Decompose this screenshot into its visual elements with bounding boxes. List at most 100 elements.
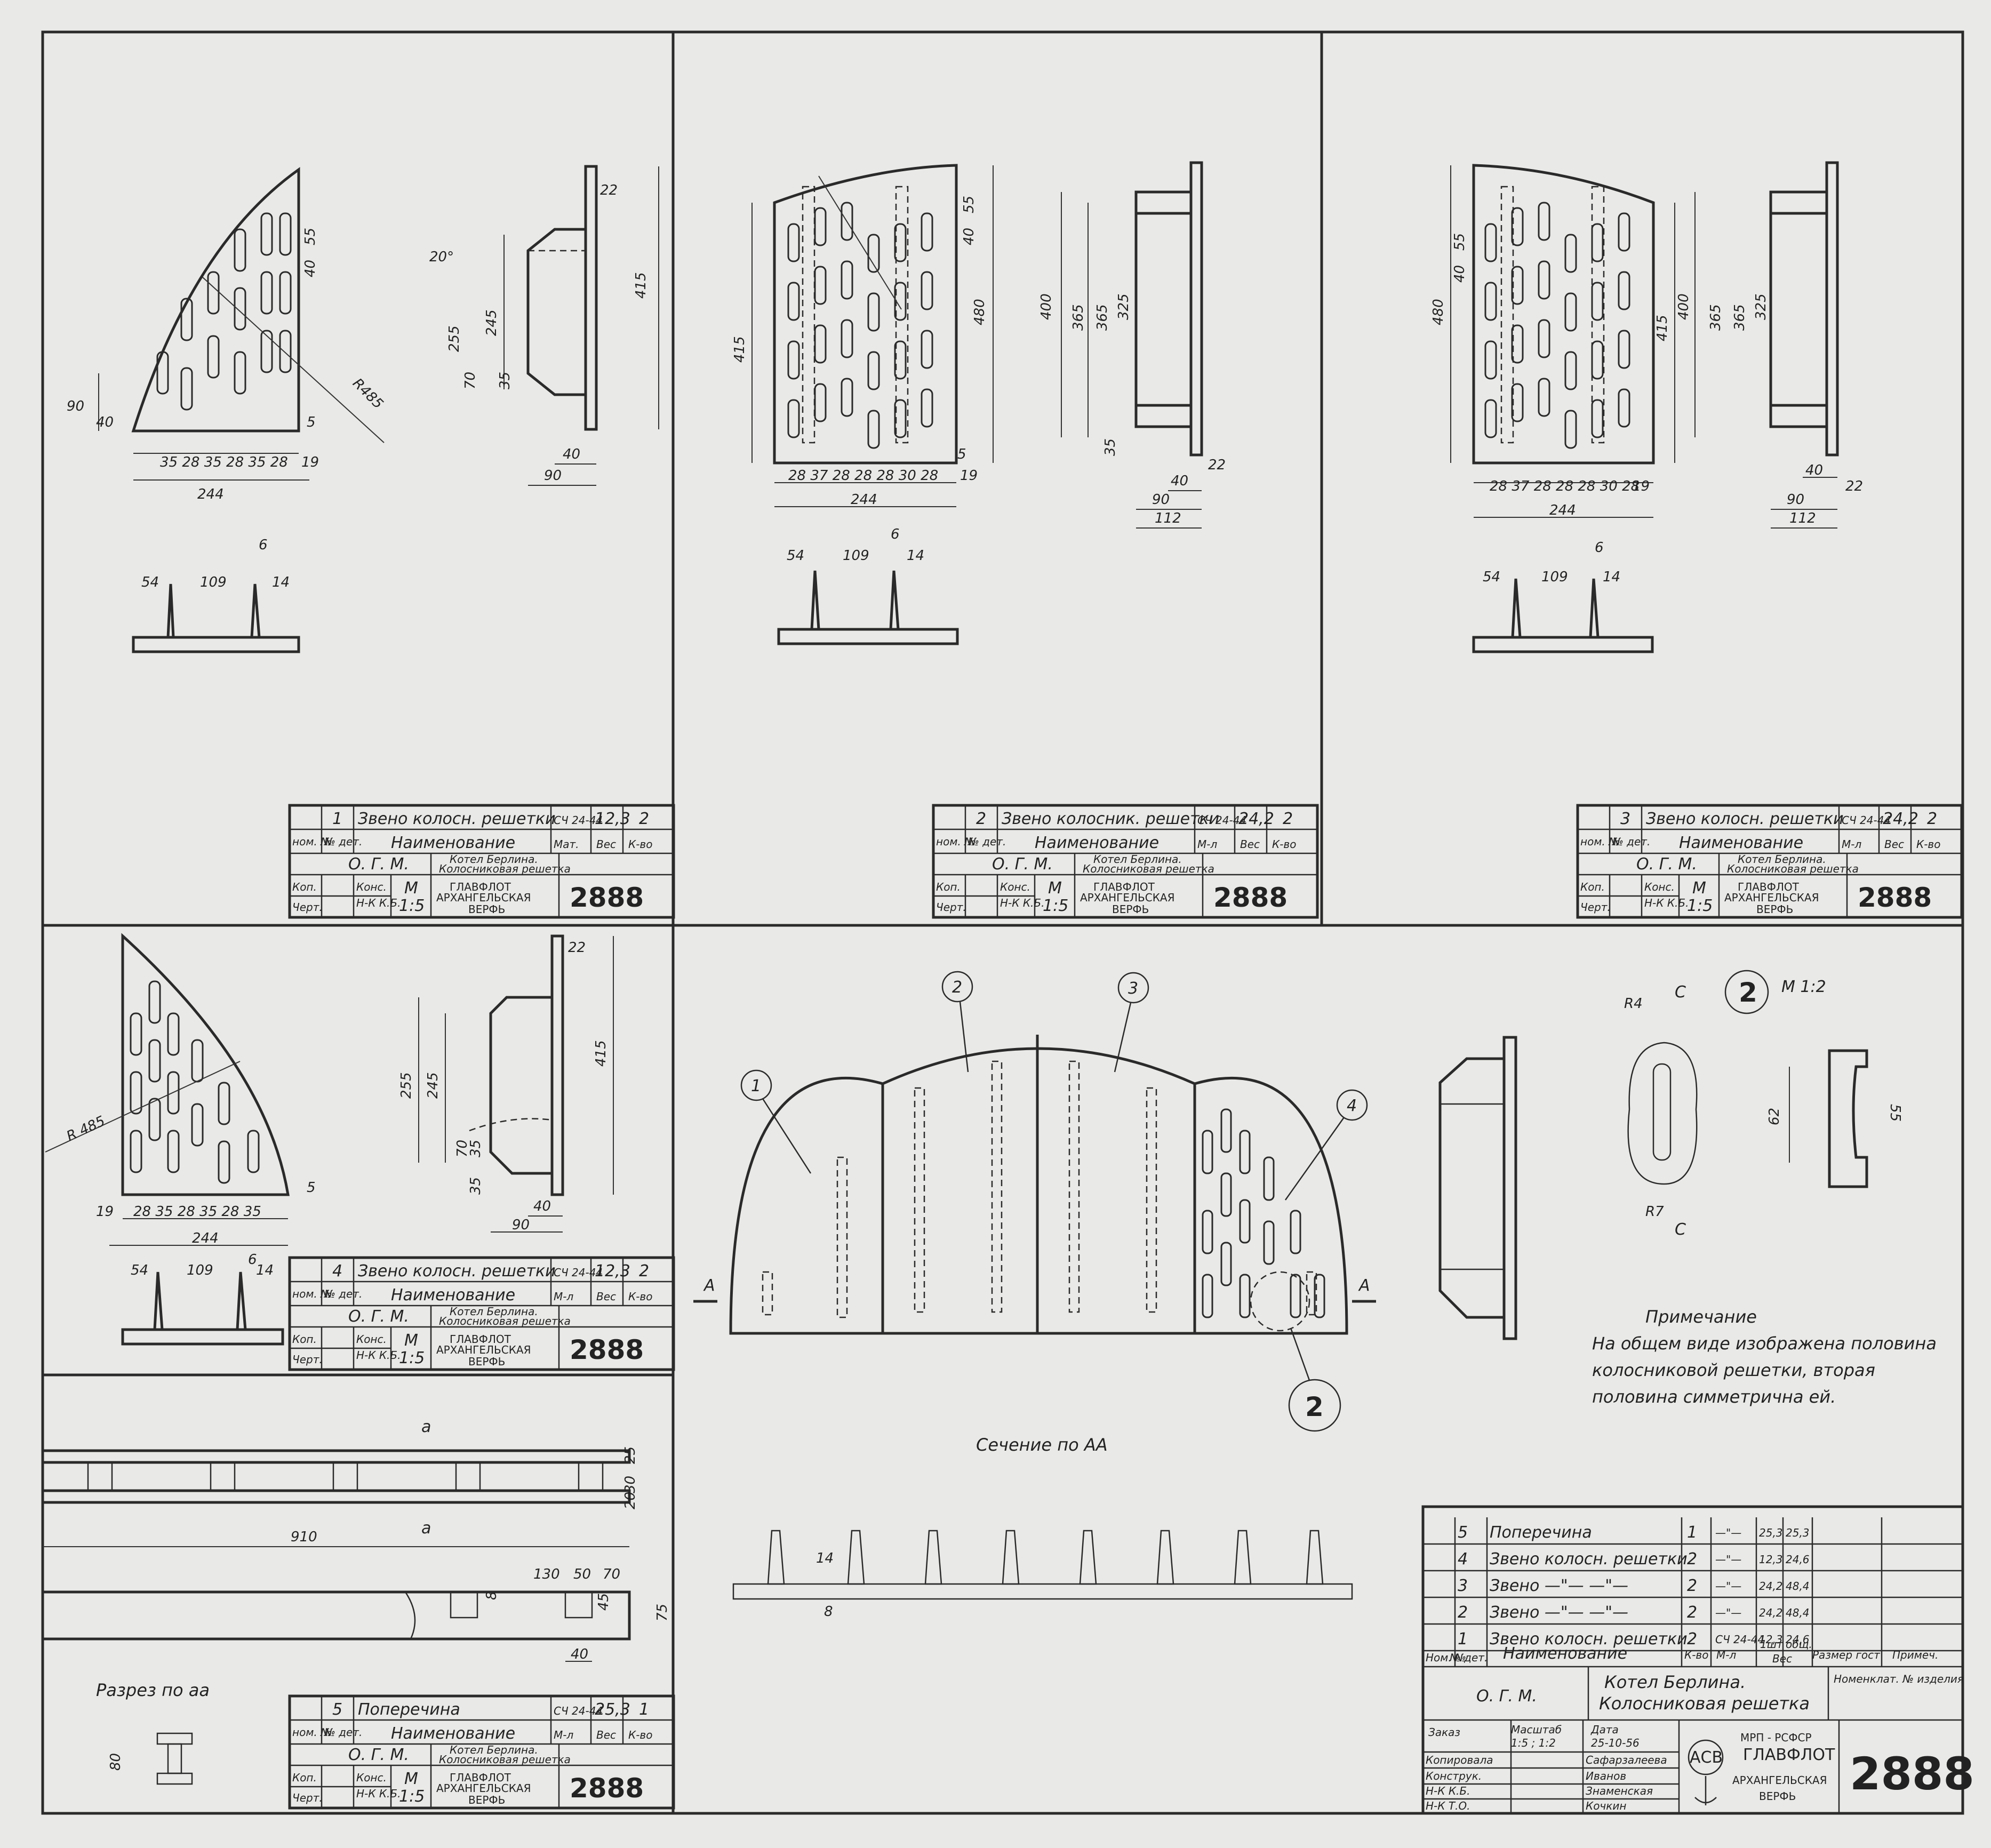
note-title: Примечание xyxy=(1645,1307,1757,1327)
svg-text:245: 245 xyxy=(425,1072,441,1099)
bom-w2: 24,6 xyxy=(1786,1553,1810,1566)
svg-text:40: 40 xyxy=(961,228,977,245)
part-2-side-plate xyxy=(1189,161,1203,457)
tb-qty: 2 xyxy=(1283,810,1293,828)
tb-qty: 1 xyxy=(639,1700,649,1719)
svg-text:ВЕРФЬ: ВЕРФЬ xyxy=(468,1794,505,1806)
svg-text:О. Г. М.: О. Г. М. xyxy=(1476,1687,1537,1706)
bom-name: Звено колосн. решетки xyxy=(1490,1630,1688,1649)
svg-text:28 37 28 28 28 30 28: 28 37 28 28 28 30 28 xyxy=(788,468,938,484)
svg-text:1шт: 1шт xyxy=(1760,1638,1784,1651)
svg-text:14: 14 xyxy=(256,1262,274,1278)
part-1-section-base xyxy=(132,636,300,653)
svg-text:Наименование: Наименование xyxy=(391,834,515,852)
tb-pos: 5 xyxy=(332,1700,342,1719)
sheet-frame xyxy=(41,30,1964,1815)
detail-area: R4 R7 С С 2 М 1:2 62 55 Примечание На об… xyxy=(1438,970,1937,1407)
svg-text:22: 22 xyxy=(1208,457,1226,473)
svg-text:90: 90 xyxy=(544,468,562,484)
part-2-view: 415 480 55 40 5 28 37 28 28 28 30 28 19 … xyxy=(732,161,1226,645)
svg-text:Вес: Вес xyxy=(596,1729,616,1741)
svg-text:8: 8 xyxy=(824,1604,833,1620)
svg-text:АРХАНГЕЛЬСКАЯ: АРХАНГЕЛЬСКАЯ xyxy=(436,891,531,904)
logo: АСВ xyxy=(1688,1739,1724,1805)
svg-text:109: 109 xyxy=(187,1262,213,1278)
bom-w1: 25,3 xyxy=(1759,1526,1783,1539)
svg-text:Черт.: Черт. xyxy=(292,901,323,914)
svg-text:Коп.: Коп. xyxy=(1580,881,1605,893)
svg-text:70: 70 xyxy=(603,1566,620,1582)
note-line-2: колосниковой решетки, вторая xyxy=(1592,1360,1875,1380)
svg-text:О. Г. М.: О. Г. М. xyxy=(348,1746,409,1764)
part-3-view: 480 55 40 415 28 37 28 28 28 30 28 19 24… xyxy=(1430,161,1863,653)
svg-text:А: А xyxy=(703,1276,715,1295)
bom-pos: 3 xyxy=(1458,1577,1468,1595)
svg-text:Наименование: Наименование xyxy=(391,1286,515,1305)
svg-text:35: 35 xyxy=(468,1177,484,1195)
svg-text:55: 55 xyxy=(302,228,318,245)
svg-text:54: 54 xyxy=(131,1262,148,1278)
svg-text:415: 415 xyxy=(1654,315,1670,341)
svg-text:2: 2 xyxy=(1305,1391,1324,1422)
tb-qty: 2 xyxy=(639,1262,649,1281)
tb-qty: 2 xyxy=(1927,810,1937,828)
svg-text:Номенклат. № изделия: Номенклат. № изделия xyxy=(1834,1673,1964,1685)
svg-text:2: 2 xyxy=(1739,977,1757,1008)
tb-material: СЧ 24-44 xyxy=(554,1266,603,1279)
bom-w1: 24,2 xyxy=(1759,1580,1783,1593)
svg-text:а: а xyxy=(421,1519,431,1538)
label-section-aa: Сечение по АА xyxy=(976,1435,1108,1455)
svg-text:480: 480 xyxy=(972,299,988,325)
svg-text:35: 35 xyxy=(468,1140,484,1157)
svg-text:365: 365 xyxy=(1708,304,1724,331)
svg-text:Вес: Вес xyxy=(1884,838,1904,851)
bom-qty: 2 xyxy=(1687,1577,1697,1595)
svg-text:Коп.: Коп. xyxy=(292,1771,317,1784)
svg-text:5: 5 xyxy=(957,446,966,462)
part-4-slots xyxy=(130,980,260,1184)
svg-text:244: 244 xyxy=(192,1230,219,1246)
svg-text:ном. №: ном. № xyxy=(936,835,975,848)
svg-text:М: М xyxy=(404,1770,418,1788)
svg-text:40: 40 xyxy=(1171,473,1188,489)
svg-text:М-л: М-л xyxy=(1842,838,1861,851)
svg-text:О. Г. М.: О. Г. М. xyxy=(348,1307,409,1326)
svg-text:1:5: 1:5 xyxy=(399,1787,425,1806)
tb-drawing-number: 2888 xyxy=(570,1334,644,1365)
svg-text:Вес: Вес xyxy=(596,838,616,851)
svg-text:М: М xyxy=(1692,879,1706,898)
svg-text:К-во: К-во xyxy=(628,838,652,851)
note-line-3: половина симметрична ей. xyxy=(1592,1387,1836,1407)
svg-text:М-л: М-л xyxy=(554,1729,573,1741)
svg-text:Котел Берлина.: Котел Берлина. xyxy=(450,853,538,866)
general-view: 1 2 3 4 2 А А Сечение по АА 14 8 xyxy=(693,971,1376,1620)
svg-text:112: 112 xyxy=(1789,510,1816,526)
svg-text:Н-К К.Б.: Н-К К.Б. xyxy=(356,1349,401,1362)
section-aa-base xyxy=(732,1583,1353,1600)
svg-text:ном. №: ном. № xyxy=(292,1287,332,1300)
tb-weight: 24,2 xyxy=(1238,810,1274,828)
bom-qty: 1 xyxy=(1687,1523,1697,1542)
part-4-section-base xyxy=(121,1328,284,1346)
tb-part-name: Звено колосн. решетки xyxy=(358,810,556,828)
svg-text:Котел Берлина.: Котел Берлина. xyxy=(1604,1672,1746,1692)
bom-w2: 48,4 xyxy=(1786,1580,1810,1593)
part-3-side-plate xyxy=(1825,161,1839,457)
bom-mat: СЧ 24-44 xyxy=(1715,1633,1764,1646)
svg-text:6: 6 xyxy=(248,1252,257,1268)
svg-text:22: 22 xyxy=(568,940,586,956)
svg-text:90: 90 xyxy=(1152,492,1170,508)
svg-text:50: 50 xyxy=(573,1566,591,1582)
tb-drawing-number: 2888 xyxy=(1213,882,1288,913)
bom-pos: 1 xyxy=(1458,1630,1468,1649)
svg-text:25-10-56: 25-10-56 xyxy=(1591,1737,1640,1749)
bom-w1: 24,2 xyxy=(1759,1606,1783,1619)
tb-material: СЧ 24-44 xyxy=(1197,814,1246,827)
svg-text:ГЛАВФЛОТ: ГЛАВФЛОТ xyxy=(1093,881,1155,893)
svg-text:55: 55 xyxy=(1452,233,1468,251)
svg-text:415: 415 xyxy=(732,336,748,363)
svg-text:ГЛАВФЛОТ: ГЛАВФЛОТ xyxy=(450,1333,511,1346)
svg-text:Черт.: Черт. xyxy=(1580,901,1611,914)
bom-w1: 12,3 xyxy=(1759,1633,1783,1646)
